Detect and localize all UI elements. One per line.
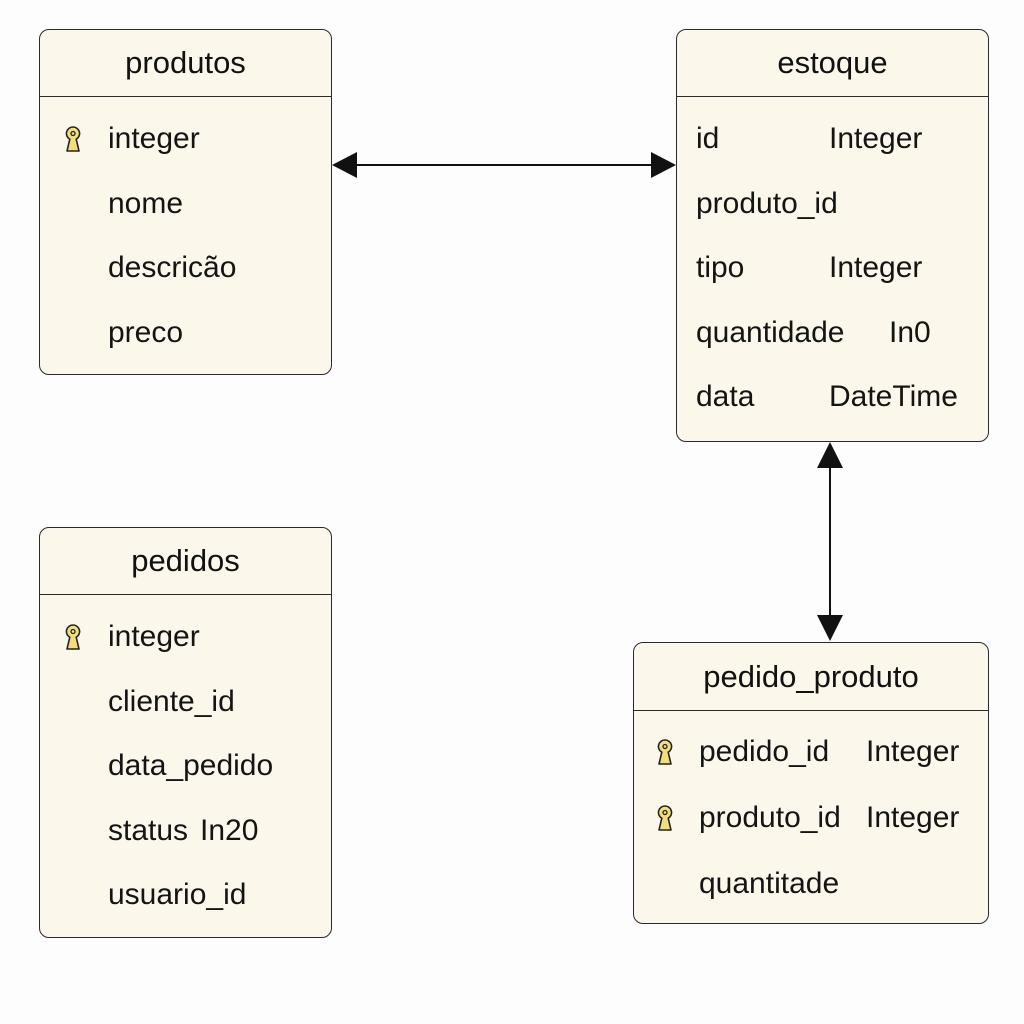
field-row[interactable]: quantitade (634, 851, 988, 917)
field-row[interactable]: tipo Integer (677, 236, 988, 301)
field-name: preco (108, 315, 184, 349)
field-name: data_pedido (108, 749, 274, 783)
field-row[interactable]: integer (40, 107, 331, 172)
primary-key-icon (65, 624, 81, 651)
field-row[interactable]: id Integer (677, 107, 988, 172)
primary-key-icon (657, 805, 673, 831)
field-row[interactable]: preco (40, 301, 331, 366)
primary-key-icon (65, 126, 81, 153)
field-type: DateTime (829, 380, 958, 414)
field-type: Integer (829, 122, 923, 156)
field-row[interactable]: cliente_id (40, 670, 331, 735)
field-type: In0 (889, 315, 931, 349)
field-type: Integer (866, 801, 960, 834)
field-type: Integer (866, 735, 960, 768)
entity-title: estoque (677, 30, 988, 97)
field-row[interactable]: integer (40, 605, 331, 670)
field-type: In20 (200, 813, 259, 847)
field-name: produto_id (696, 186, 838, 220)
field-name: status (108, 813, 189, 847)
field-row[interactable]: descricão (40, 236, 331, 301)
field-row[interactable]: quantidade In0 (677, 301, 988, 366)
relationship-estoque-pedido-produto[interactable] (817, 442, 843, 641)
field-name: tipo (696, 251, 745, 285)
field-name: quantidade (696, 315, 845, 349)
field-name: usuario_id (108, 878, 247, 912)
field-row[interactable]: pedido_id Integer (634, 719, 988, 785)
field-row[interactable]: usuario_id (40, 863, 331, 928)
field-name: data (696, 380, 755, 414)
field-name: id (696, 122, 720, 156)
primary-key-icon (657, 739, 673, 765)
relationship-produtos-estoque[interactable] (332, 152, 676, 178)
arrowhead-right-icon (651, 152, 676, 178)
entity-produtos[interactable]: produtos integer nome descricão preco (39, 29, 332, 375)
field-row[interactable]: data_pedido (40, 734, 331, 799)
field-type: Integer (829, 251, 923, 285)
arrowhead-up-icon (817, 442, 843, 468)
arrowhead-left-icon (332, 152, 357, 178)
field-name: integer (108, 122, 200, 156)
field-name: integer (108, 620, 200, 654)
field-name: pedido_id (699, 735, 830, 768)
entity-fields: integer nome descricão preco (40, 97, 331, 365)
field-name: descricão (108, 251, 237, 285)
field-row[interactable]: data DateTime (677, 365, 988, 430)
field-name: quantitade (699, 867, 840, 900)
field-name: nome (108, 186, 184, 220)
field-name: cliente_id (108, 684, 235, 718)
field-row[interactable]: status In20 (40, 799, 331, 864)
field-row[interactable]: produto_id Integer (634, 785, 988, 851)
entity-title: pedidos (40, 528, 331, 595)
entity-title: pedido_produto (634, 643, 988, 711)
field-name: produto_id (699, 801, 841, 834)
field-row[interactable]: nome (40, 172, 331, 237)
arrowhead-down-icon (817, 615, 843, 641)
entity-title: produtos (40, 30, 331, 97)
field-row[interactable]: produto_id (677, 172, 988, 237)
